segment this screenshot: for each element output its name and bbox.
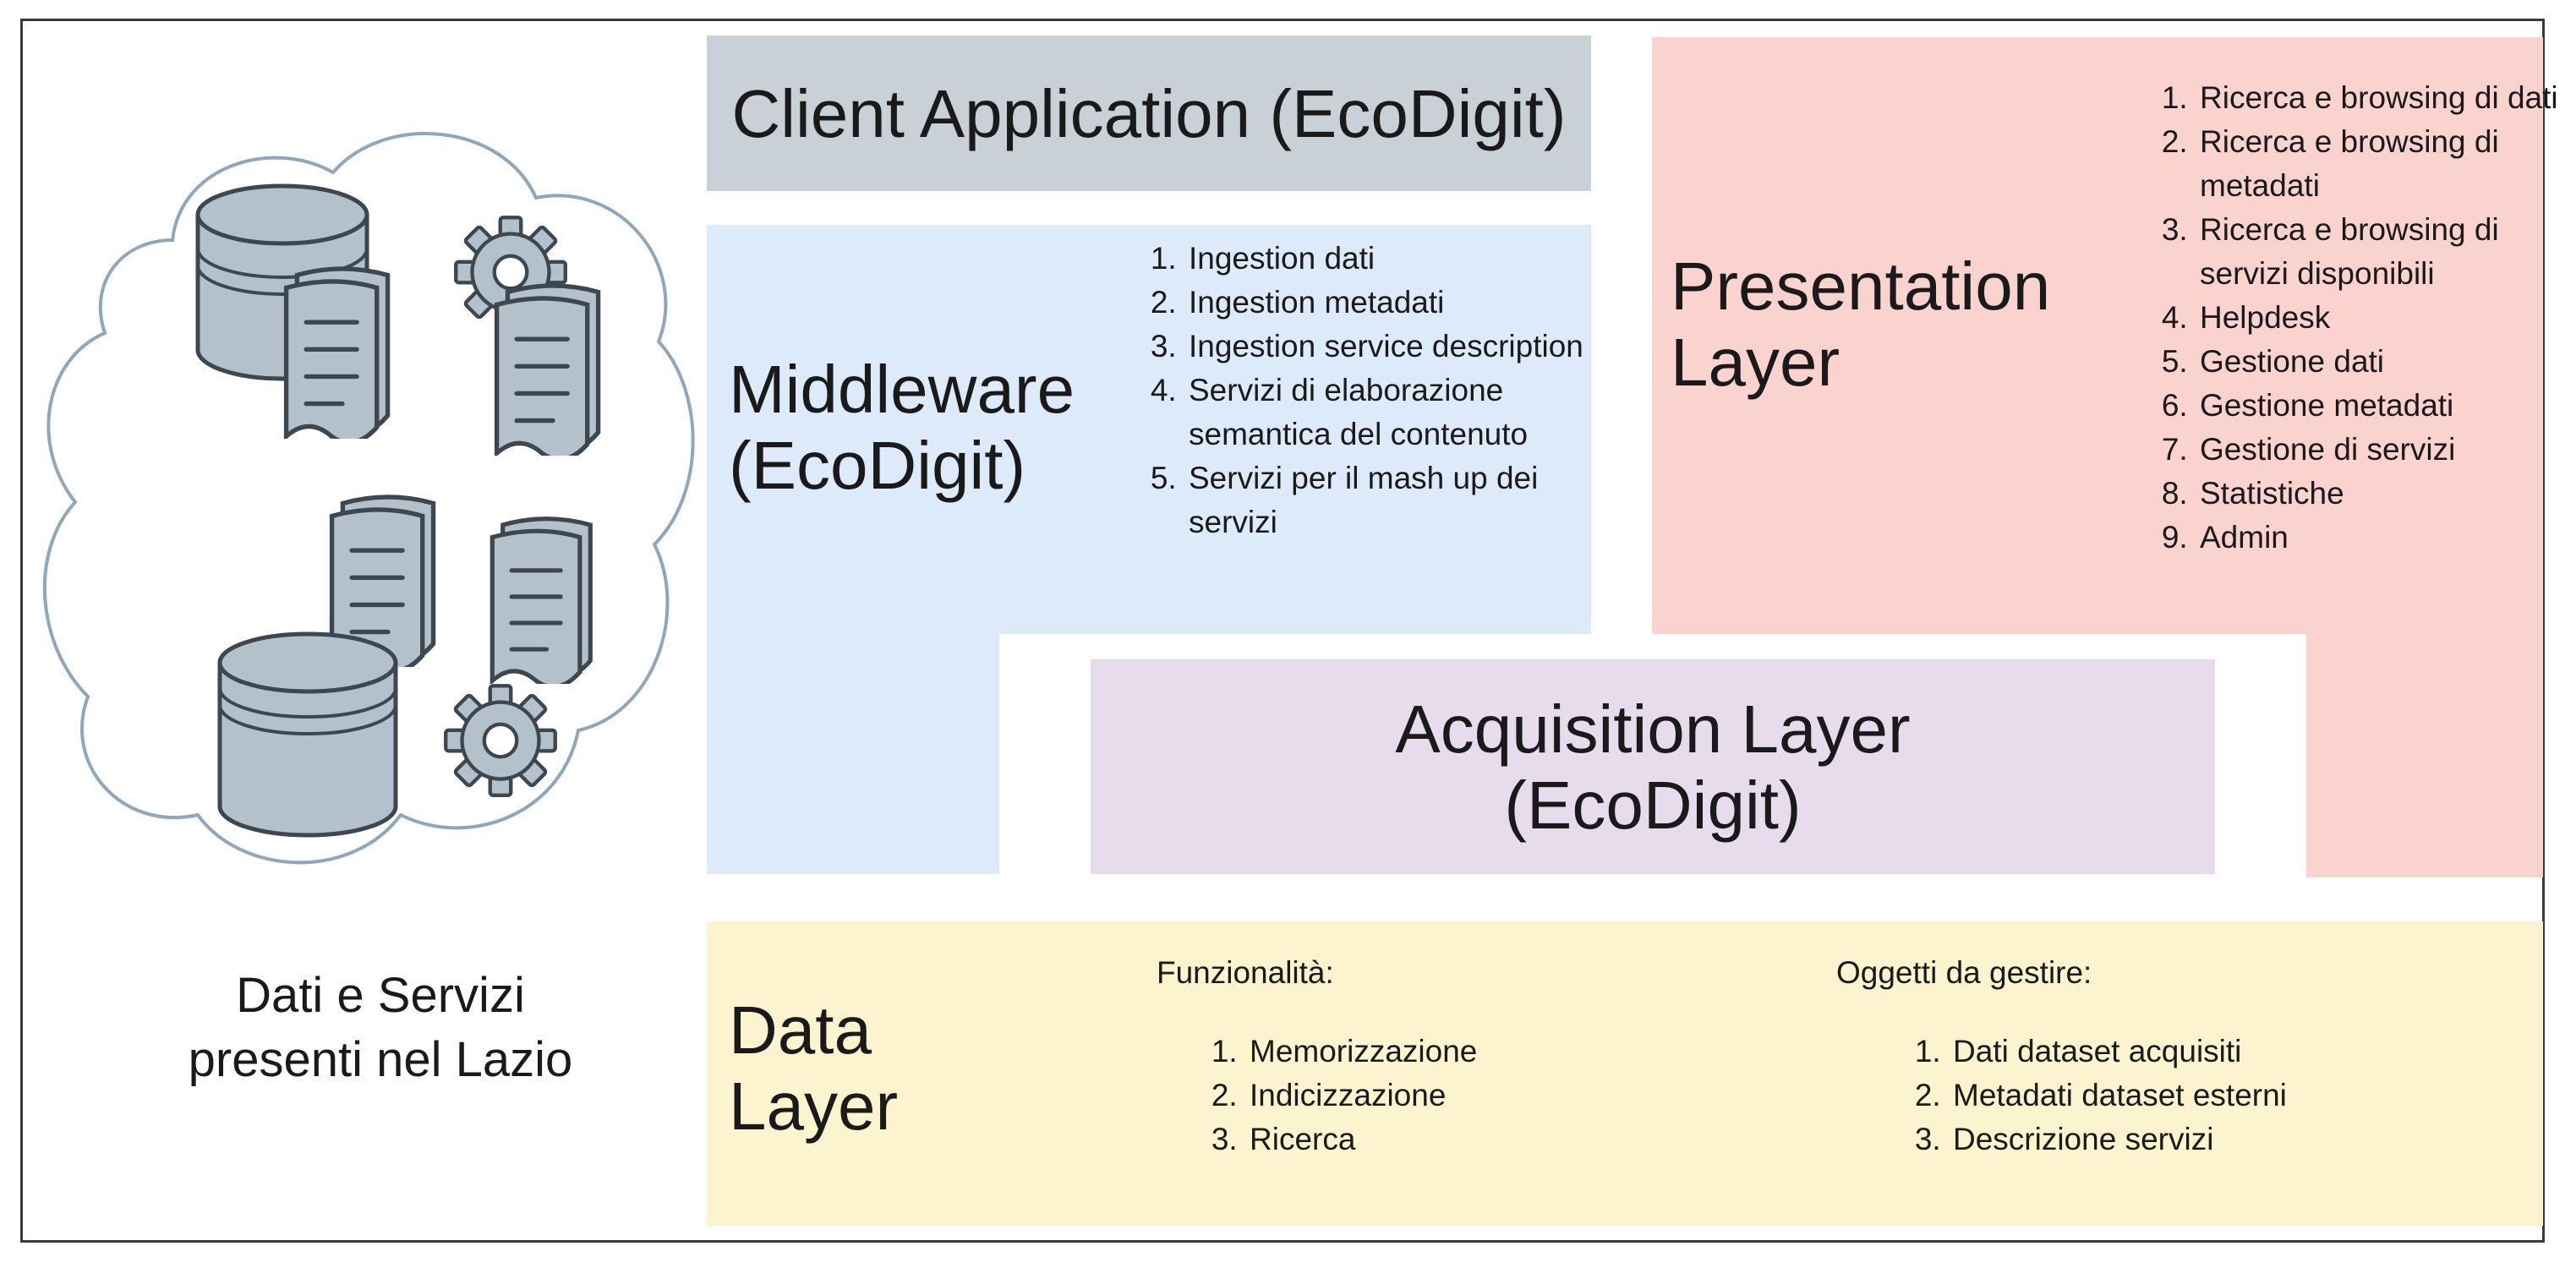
list-item: Ingestion service description xyxy=(1185,325,1625,369)
document-icon xyxy=(287,269,388,443)
data-title-line1: Data xyxy=(729,992,872,1068)
presentation-layer-box-extension xyxy=(2306,634,2543,877)
middleware-list: Ingestion dati Ingestion metadati Ingest… xyxy=(1145,237,1625,544)
list-item: Ricerca e browsing di dati xyxy=(2196,76,2576,120)
middleware-box-extension xyxy=(707,634,999,874)
list-item: Statistiche xyxy=(2196,472,2576,516)
list-item: Ricerca e browsing di metadati xyxy=(2196,120,2576,208)
list-item: Ingestion dati xyxy=(1185,237,1625,281)
document-icon xyxy=(492,519,590,687)
list-item: Helpdesk xyxy=(2196,296,2576,340)
list-item: Indicizzazione xyxy=(1246,1074,1477,1118)
presentation-title-line2: Layer xyxy=(1671,324,1840,400)
cloud-illustration xyxy=(42,132,695,865)
list-item: Ricerca xyxy=(1246,1118,1477,1161)
acquisition-layer-box: Acquisition Layer (EcoDigit) xyxy=(1091,659,2215,874)
presentation-layer-list: Ricerca e browsing di dati Ricerca e bro… xyxy=(2156,76,2576,560)
list-item: Metadati dataset esterni xyxy=(1950,1074,2287,1118)
client-application-title: Client Application (EcoDigit) xyxy=(731,76,1567,151)
objects-header: Oggetti da gestire: xyxy=(1836,955,2092,990)
presentation-layer-box: Presentation Layer Ricerca e browsing di… xyxy=(1652,37,2558,634)
list-item: Gestione di servizi xyxy=(2196,428,2576,472)
sources-caption: Dati e Servizi presenti nel Lazio xyxy=(51,964,710,1092)
data-layer-box: Data Layer Funzionalità: Memorizzazione … xyxy=(707,921,2543,1226)
list-item: Gestione metadati xyxy=(2196,384,2576,428)
middleware-box: Middleware (EcoDigit) Ingestion dati Ing… xyxy=(707,225,1591,634)
list-item: Ricerca e browsing di servizi disponibil… xyxy=(2196,208,2576,296)
list-item: Descrizione servizi xyxy=(1950,1118,2287,1161)
acquisition-layer-title: Acquisition Layer (EcoDigit) xyxy=(1091,691,2215,843)
list-item: Servizi di elaborazione semantica del co… xyxy=(1185,369,1625,456)
middleware-title-line2: (EcoDigit) xyxy=(729,427,1026,503)
middleware-title-line1: Middleware xyxy=(729,352,1075,427)
list-item: Ingestion metadati xyxy=(1185,281,1625,325)
gear-icon xyxy=(446,686,555,795)
acquisition-title-line2: (EcoDigit) xyxy=(1504,767,1802,843)
sources-caption-line2: presenti nel Lazio xyxy=(188,1032,573,1087)
sources-caption-line1: Dati e Servizi xyxy=(236,968,525,1023)
database-icon xyxy=(217,631,398,838)
list-item: Admin xyxy=(2196,516,2576,560)
functions-header: Funzionalità: xyxy=(1157,955,1334,990)
document-icon xyxy=(497,286,599,460)
functions-list: Memorizzazione Indicizzazione Ricerca xyxy=(1206,1030,1477,1161)
objects-list: Dati dataset acquisiti Metadati dataset … xyxy=(1909,1030,2287,1161)
presentation-title-line1: Presentation xyxy=(1671,249,2051,324)
list-item: Gestione dati xyxy=(2196,340,2576,384)
list-item: Servizi per il mash up dei servizi xyxy=(1185,456,1625,544)
list-item: Memorizzazione xyxy=(1246,1030,1477,1074)
client-application-box: Client Application (EcoDigit) xyxy=(707,36,1591,191)
presentation-layer-title: Presentation Layer xyxy=(1671,249,2050,400)
data-title-line2: Layer xyxy=(729,1068,899,1144)
middleware-title: Middleware (EcoDigit) xyxy=(729,352,1075,503)
list-item: Dati dataset acquisiti xyxy=(1950,1030,2287,1074)
data-layer-title: Data Layer xyxy=(729,992,898,1144)
acquisition-title-line1: Acquisition Layer xyxy=(1395,691,1911,767)
